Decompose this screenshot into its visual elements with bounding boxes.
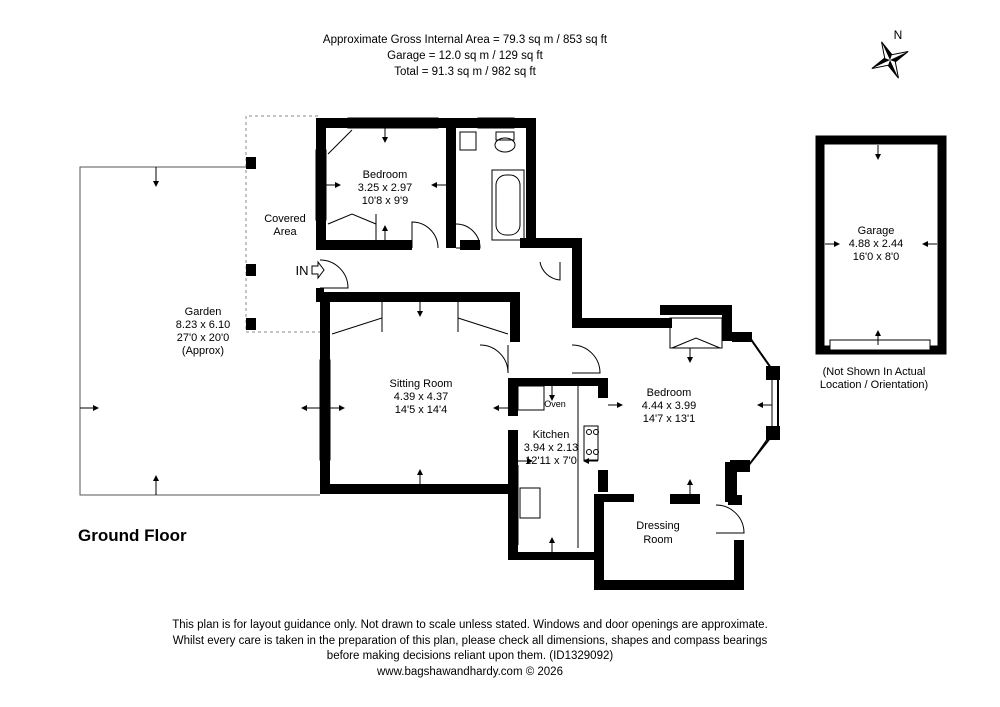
disclaimer-footer: This plan is for layout guidance only. N… bbox=[0, 618, 940, 680]
footer-line-1: This plan is for layout guidance only. N… bbox=[172, 619, 768, 631]
entrance-label: IN bbox=[296, 263, 309, 278]
sitting-name: Sitting Room bbox=[390, 378, 453, 390]
kitchen-oven-label: Oven bbox=[544, 399, 566, 409]
bedroom1-name: Bedroom bbox=[363, 169, 408, 181]
garage-name: Garage bbox=[858, 225, 895, 237]
sitting-wardrobes bbox=[331, 302, 509, 335]
doors bbox=[319, 221, 745, 534]
garage-metric: 4.88 x 2.44 bbox=[849, 238, 903, 250]
footer-line-3: before making decisions reliant upon the… bbox=[326, 650, 614, 662]
entrance-arrow-icon bbox=[311, 260, 325, 280]
compass-icon bbox=[871, 41, 909, 79]
garden-metric: 8.23 x 6.10 bbox=[176, 319, 230, 331]
garage-note-1: (Not Shown In Actual bbox=[823, 366, 926, 378]
garage-note-2: Location / Orientation) bbox=[820, 379, 928, 391]
header-line-2: Garage = 12.0 sq m / 129 sq ft bbox=[387, 50, 543, 62]
kitchen-metric: 3.94 x 2.13 bbox=[524, 442, 578, 454]
dimension-arrows bbox=[326, 128, 772, 552]
bedroom2-imperial: 14'7 x 13'1 bbox=[643, 413, 696, 425]
floor-title: Ground Floor bbox=[78, 526, 187, 545]
bedroom2-wardrobe bbox=[669, 317, 723, 349]
kitchen-name: Kitchen bbox=[533, 429, 570, 441]
bedroom1-imperial: 10'8 x 9'9 bbox=[362, 195, 408, 207]
compass-north-label: N bbox=[894, 28, 903, 42]
bathroom-fixtures bbox=[459, 131, 525, 241]
footer-line-4: www.bagshawandhardy.com © 2026 bbox=[377, 665, 563, 678]
bay-window bbox=[747, 337, 780, 467]
dressing-line1: Dressing bbox=[636, 520, 679, 532]
bedroom-wardrobes bbox=[327, 129, 377, 242]
kitchen-imperial: 12'11 x 7'0 bbox=[525, 455, 577, 467]
bedroom1-metric: 3.25 x 2.97 bbox=[358, 182, 412, 194]
footer-line-2: Whilst every care is taken in the prepar… bbox=[172, 634, 768, 647]
room-labels: Bedroom 3.25 x 2.97 10'8 x 9'9 Covered A… bbox=[176, 28, 928, 546]
garage-imperial: 16'0 x 8'0 bbox=[853, 251, 899, 263]
bedroom2-metric: 4.44 x 3.99 bbox=[642, 400, 696, 412]
covered-line1: Covered bbox=[264, 213, 306, 225]
covered-area bbox=[245, 115, 320, 333]
bedroom2-name: Bedroom bbox=[647, 387, 692, 399]
garden-area bbox=[79, 166, 320, 496]
garden-note: (Approx) bbox=[182, 345, 224, 357]
walls bbox=[316, 118, 752, 590]
garden-name: Garden bbox=[185, 306, 222, 318]
header-line-3: Total = 91.3 sq m / 982 sq ft bbox=[394, 66, 536, 78]
sitting-imperial: 14'5 x 14'4 bbox=[395, 404, 448, 416]
sitting-metric: 4.39 x 4.37 bbox=[394, 391, 448, 403]
garden-imperial: 27'0 x 20'0 bbox=[177, 332, 230, 344]
kitchen-fixtures bbox=[517, 385, 599, 548]
header-line-1: Approximate Gross Internal Area = 79.3 s… bbox=[322, 34, 608, 46]
garage-plan bbox=[815, 135, 947, 355]
covered-line2: Area bbox=[273, 226, 297, 238]
area-header: Approximate Gross Internal Area = 79.3 s… bbox=[0, 32, 930, 80]
dressing-line2: Room bbox=[643, 534, 672, 546]
